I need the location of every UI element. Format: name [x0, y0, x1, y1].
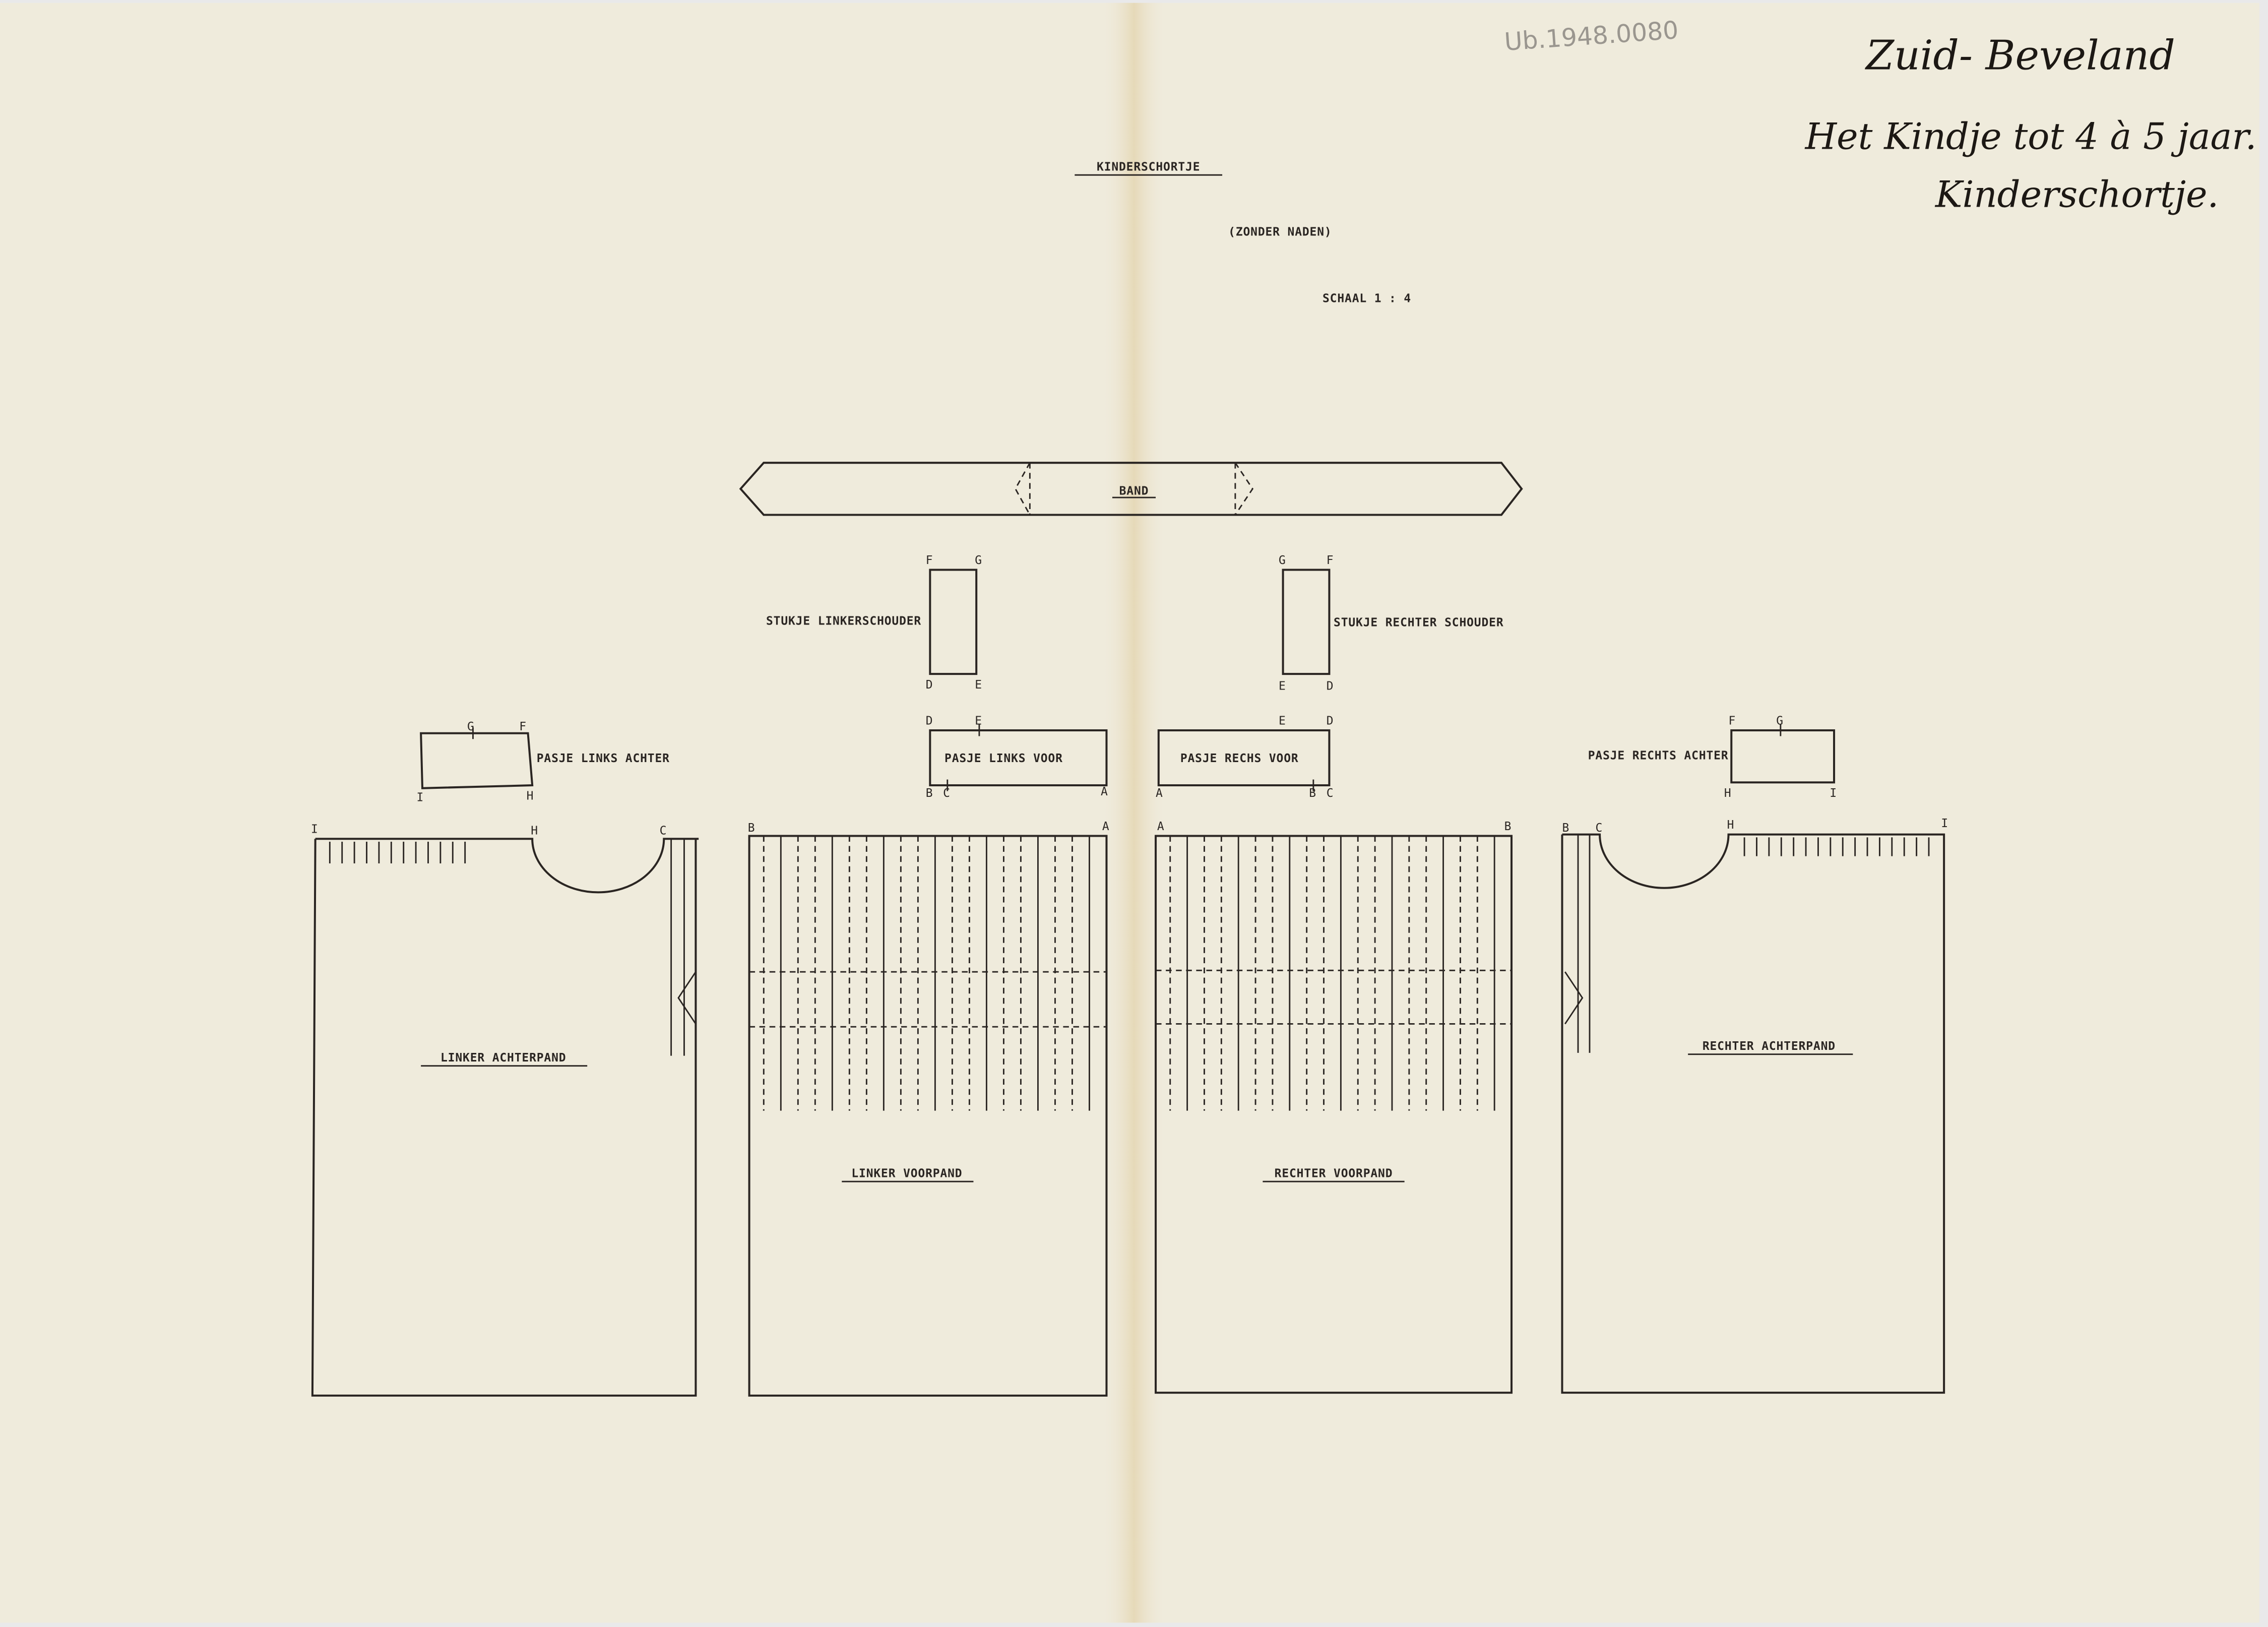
- svg-text:RECHTER VOORPAND: RECHTER VOORPAND: [1275, 1167, 1393, 1180]
- svg-text:C: C: [1595, 822, 1602, 835]
- svg-text:G: G: [975, 554, 982, 567]
- svg-text:A: A: [1156, 787, 1163, 800]
- svg-text:C: C: [1327, 787, 1334, 800]
- stukje-rechterschouder-piece: STUKJE RECHTER SCHOUDER G F E D: [1279, 554, 1503, 693]
- svg-text:A: A: [1102, 820, 1109, 833]
- svg-text:A: A: [1101, 785, 1108, 798]
- band-piece: BAND: [739, 462, 1523, 516]
- svg-text:F: F: [1729, 715, 1736, 728]
- svg-text:B: B: [1309, 787, 1316, 800]
- svg-text:H: H: [1727, 819, 1734, 832]
- svg-text:PASJE LINKS ACHTER: PASJE LINKS ACHTER: [537, 752, 670, 765]
- svg-text:STUKJE RECHTER SCHOUDER: STUKJE RECHTER SCHOUDER: [1334, 616, 1503, 629]
- svg-text:H: H: [531, 825, 538, 838]
- svg-text:C: C: [943, 787, 950, 800]
- svg-text:B: B: [1562, 822, 1569, 835]
- svg-text:D: D: [1327, 680, 1334, 693]
- svg-text:G: G: [1776, 715, 1783, 728]
- svg-text:B: B: [926, 787, 933, 800]
- svg-text:PASJE RECHS VOOR: PASJE RECHS VOOR: [1180, 752, 1299, 765]
- scale-label: SCHAAL 1 : 4: [1322, 292, 1411, 305]
- pasje-rechs-voor-piece: PASJE RECHS VOOR E D A B C: [1156, 715, 1333, 800]
- svg-text:A: A: [1157, 820, 1164, 833]
- svg-text:PASJE LINKS VOOR: PASJE LINKS VOOR: [944, 752, 1063, 765]
- svg-text:B: B: [748, 822, 755, 835]
- svg-text:STUKJE LINKERSCHOUDER: STUKJE LINKERSCHOUDER: [766, 615, 921, 628]
- svg-text:I: I: [417, 791, 424, 804]
- pasje-links-achter-piece: PASJE LINKS ACHTER G F I H: [417, 720, 670, 804]
- svg-text:D: D: [926, 715, 933, 728]
- svg-text:G: G: [1279, 554, 1286, 567]
- handwritten-region: Zuid- Beveland: [1864, 32, 2175, 79]
- svg-text:LINKER VOORPAND: LINKER VOORPAND: [851, 1167, 962, 1180]
- svg-text:E: E: [975, 678, 982, 692]
- svg-text:B: B: [1504, 820, 1511, 833]
- svg-text:RECHTER ACHTERPAND: RECHTER ACHTERPAND: [1703, 1040, 1836, 1053]
- subtitle: (ZONDER NADEN): [1228, 226, 1332, 239]
- pasje-rechts-achter-piece: PASJE RECHTS ACHTER F G H I: [1588, 715, 1837, 800]
- rechter-achterpand-piece: RECHTER ACHTERPAND B C H I: [1561, 817, 1948, 1394]
- svg-text:I: I: [311, 823, 318, 836]
- svg-text:H: H: [1724, 787, 1731, 800]
- svg-text:D: D: [926, 678, 933, 692]
- svg-text:PASJE RECHTS ACHTER: PASJE RECHTS ACHTER: [1588, 749, 1729, 762]
- rechter-voorpand-piece: RECHTER VOORPAND A B: [1155, 820, 1513, 1394]
- svg-text:E: E: [975, 715, 982, 728]
- svg-text:H: H: [527, 790, 534, 803]
- band-label: BAND: [1119, 484, 1149, 497]
- svg-text:LINKER ACHTERPAND: LINKER ACHTERPAND: [440, 1051, 566, 1065]
- pasje-links-voor-piece: PASJE LINKS VOOR D E B C A: [926, 715, 1108, 800]
- svg-text:I: I: [1941, 817, 1948, 830]
- svg-text:C: C: [660, 825, 667, 838]
- page-title: KINDERSCHORTJE: [1097, 161, 1200, 174]
- svg-text:E: E: [1279, 680, 1286, 693]
- handwritten-item: Kinderschortje.: [1934, 173, 2219, 215]
- svg-text:F: F: [1327, 554, 1334, 567]
- svg-text:F: F: [519, 720, 526, 733]
- svg-text:E: E: [1279, 715, 1286, 728]
- handwritten-subject: Het Kindje tot 4 à 5 jaar.: [1804, 115, 2257, 158]
- linker-voorpand-piece: LINKER VOORPAND B A: [748, 820, 1109, 1397]
- svg-text:F: F: [926, 554, 933, 567]
- svg-text:D: D: [1327, 715, 1334, 728]
- svg-text:G: G: [467, 720, 474, 733]
- linker-achterpand-piece: LINKER ACHTERPAND I H C: [311, 823, 699, 1397]
- stukje-linkerschouder-piece: STUKJE LINKERSCHOUDER F G D E: [766, 554, 982, 692]
- svg-text:I: I: [1830, 787, 1837, 800]
